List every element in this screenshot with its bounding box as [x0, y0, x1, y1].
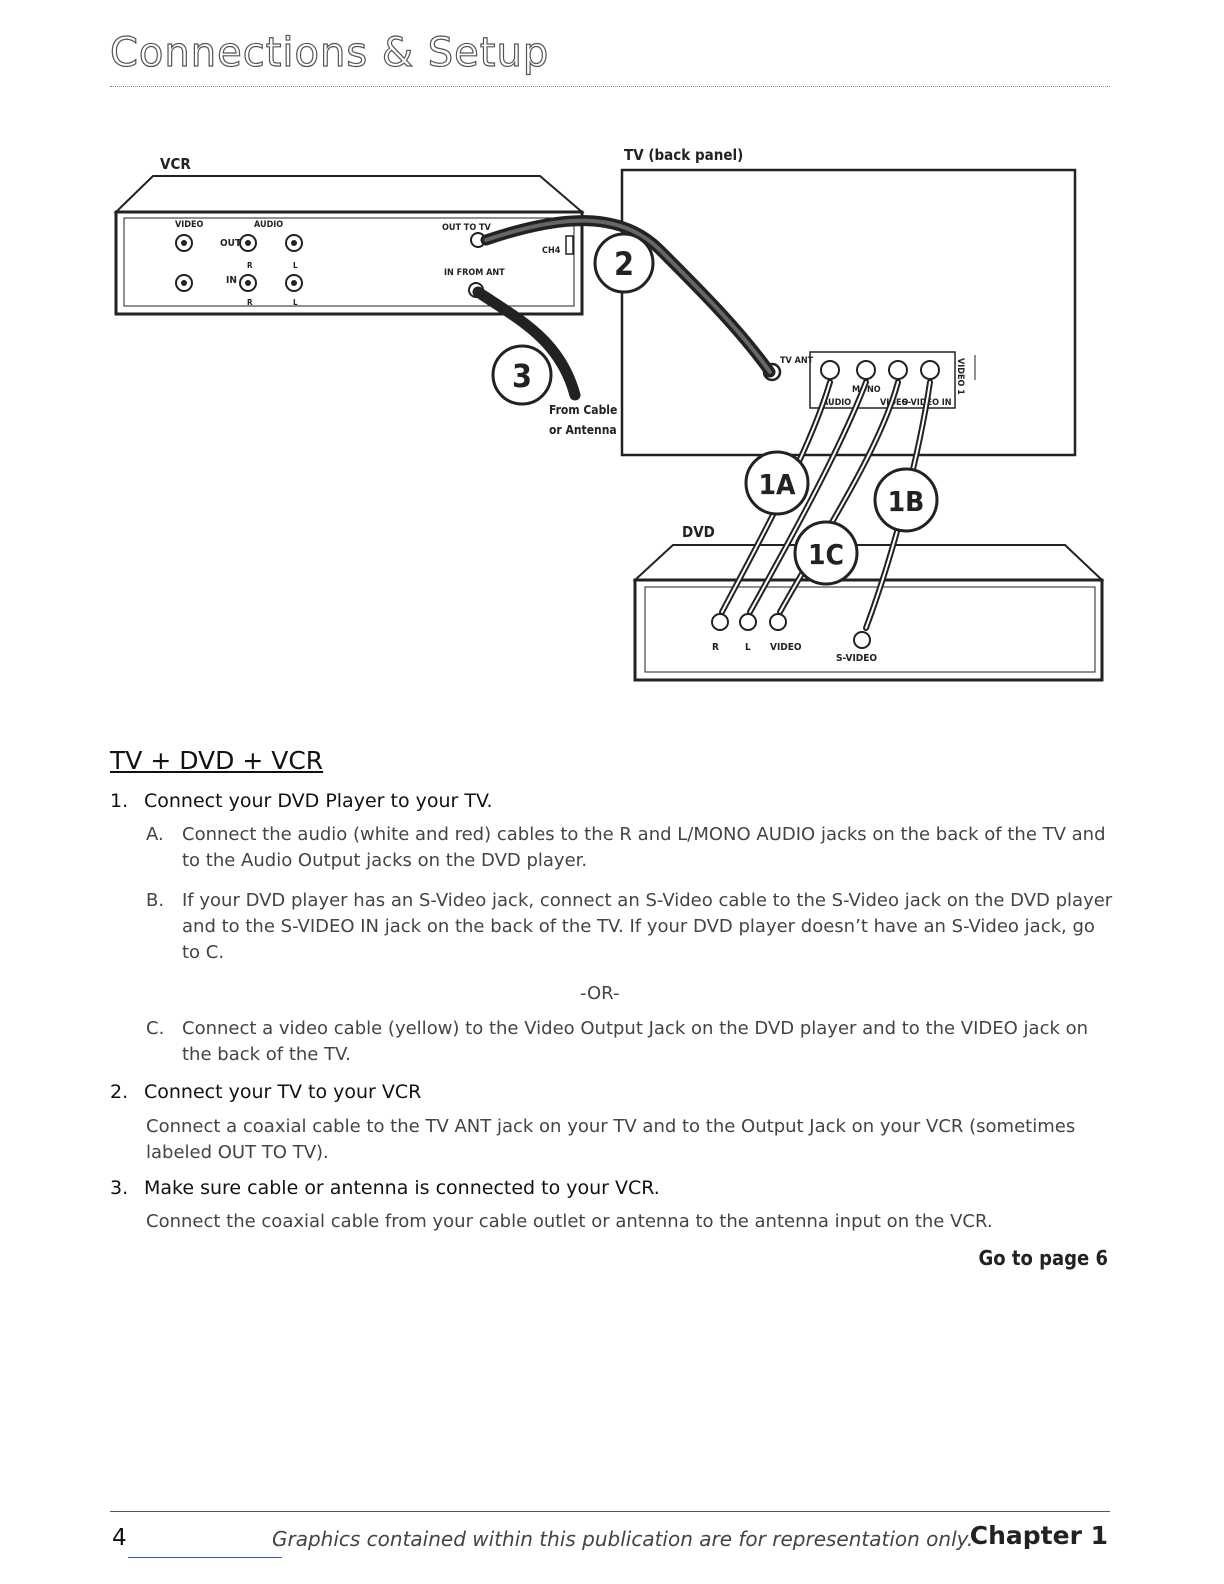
dvd-unit: DVD R L VIDEO S-VIDEO [632, 523, 1105, 682]
callout-1a: 1A [744, 450, 810, 516]
step-2-text: Connect a coaxial cable to the TV ANT ja… [146, 1116, 1076, 1163]
svg-text:1A: 1A [758, 468, 796, 501]
tv-audio-r-jack [820, 360, 840, 380]
step-2-title: 2. Connect your TV to your VCR [110, 1081, 421, 1103]
tv-svideo-jack [920, 360, 940, 380]
or-divider: -OR- [580, 983, 620, 1004]
step-2-title-text: Connect your TV to your VCR [144, 1081, 422, 1103]
tv-audio-l-jack [856, 360, 876, 380]
step-3-text: Connect the coaxial cable from your cabl… [146, 1211, 993, 1232]
dvd-video-label: VIDEO [770, 642, 802, 653]
dvd-label: DVD [682, 523, 715, 541]
vcr-out-label: OUT [220, 238, 242, 249]
step-1b: B. If your DVD player has an S-Video jac… [146, 888, 1116, 966]
callouts: 2 3 1A 1B 1C [491, 232, 939, 586]
step-1a-letter: A. [146, 824, 164, 845]
svg-text:1C: 1C [808, 538, 844, 571]
from-cable-label-2: or Antenna [549, 423, 617, 437]
vcr-l1-label: L [293, 261, 298, 270]
section-heading: TV + DVD + VCR [110, 746, 324, 775]
footer-note: Graphics contained within this publicati… [272, 1527, 974, 1551]
svg-text:2: 2 [614, 245, 634, 283]
link-underline [128, 1557, 282, 1558]
coax-cable-3 [472, 286, 581, 401]
vcr-label: VCR [160, 155, 191, 173]
tv-video1-label: VIDEO 1 [955, 358, 965, 395]
footer-rule [110, 1511, 1110, 1512]
tv-back-panel [620, 168, 1077, 457]
tv-unit: TV (back panel) TV ANT AUDIO MONO VIDEO … [620, 146, 1077, 457]
step-3-title: 3. Make sure cable or antenna is connecte… [110, 1177, 660, 1199]
page-number: 4 [112, 1525, 127, 1551]
step-3-title-text: Make sure cable or antenna is connected … [144, 1177, 660, 1199]
vcr-channel-switch [565, 235, 574, 255]
step-1b-letter: B. [146, 890, 165, 911]
step-1-title-text: Connect your DVD Player to your TV. [144, 790, 493, 812]
connection-diagram: VCR VIDEO AUDIO OUT IN R L R L OUT TO TV… [113, 146, 1105, 682]
dvd-svideo-label: S-VIDEO [836, 653, 877, 664]
dvd-video-jack [769, 613, 787, 631]
callout-1b: 1B [873, 467, 939, 533]
dvd-audio-r-jack [711, 613, 729, 631]
vcr-r2-label: R [247, 298, 253, 307]
step-2-number: 2. [110, 1081, 129, 1103]
dvd-audio-l-jack [739, 613, 757, 631]
vcr-l2-label: L [293, 298, 298, 307]
vcr-ch-label: CH4 [542, 246, 561, 256]
callout-1c: 1C [793, 520, 859, 586]
svg-text:1B: 1B [888, 485, 925, 518]
step-1-title: 1. Connect your DVD Player to your TV. [110, 790, 493, 812]
step-1-number: 1. [110, 790, 129, 812]
callout-2: 2 [593, 232, 655, 294]
vcr-in-label: IN [226, 275, 237, 286]
vcr-audio-label: AUDIO [254, 220, 283, 230]
step-1a-text: Connect the audio (white and red) cables… [182, 824, 1106, 871]
step-1c-text: Connect a video cable (yellow) to the Vi… [182, 1018, 1089, 1065]
step-1b-text: If your DVD player has an S-Video jack, … [182, 890, 1113, 963]
svg-text:3: 3 [512, 357, 532, 395]
tv-video-jack [888, 360, 908, 380]
from-cable-label-1: From Cable [549, 403, 617, 417]
dvd-l-label: L [745, 642, 751, 653]
vcr-in-from-ant-label: IN FROM ANT [444, 268, 505, 278]
callout-3: 3 [491, 344, 553, 406]
step-3-number: 3. [110, 1177, 129, 1199]
vcr-out-to-tv-label: OUT TO TV [442, 223, 492, 233]
vcr-video-label: VIDEO [175, 220, 204, 230]
step-1c: C. Connect a video cable (yellow) to the… [146, 1016, 1116, 1068]
dvd-svideo-jack [853, 631, 871, 649]
chapter-label: Chapter 1 [969, 1521, 1108, 1550]
step-1c-letter: C. [146, 1018, 165, 1039]
step-1a: A. Connect the audio (white and red) cab… [146, 822, 1116, 874]
vcr-r1-label: R [247, 261, 253, 270]
tv-mono-label: MONO [852, 385, 881, 395]
title-rule [110, 86, 1110, 87]
tv-label: TV (back panel) [624, 146, 743, 164]
tv-audio-label: AUDIO [822, 398, 851, 408]
dvd-r-label: R [712, 642, 719, 653]
tv-ant-label: TV ANT [780, 356, 814, 366]
go-to-page: Go to page 6 [978, 1246, 1108, 1270]
page-title: Connections & Setup [109, 29, 550, 76]
